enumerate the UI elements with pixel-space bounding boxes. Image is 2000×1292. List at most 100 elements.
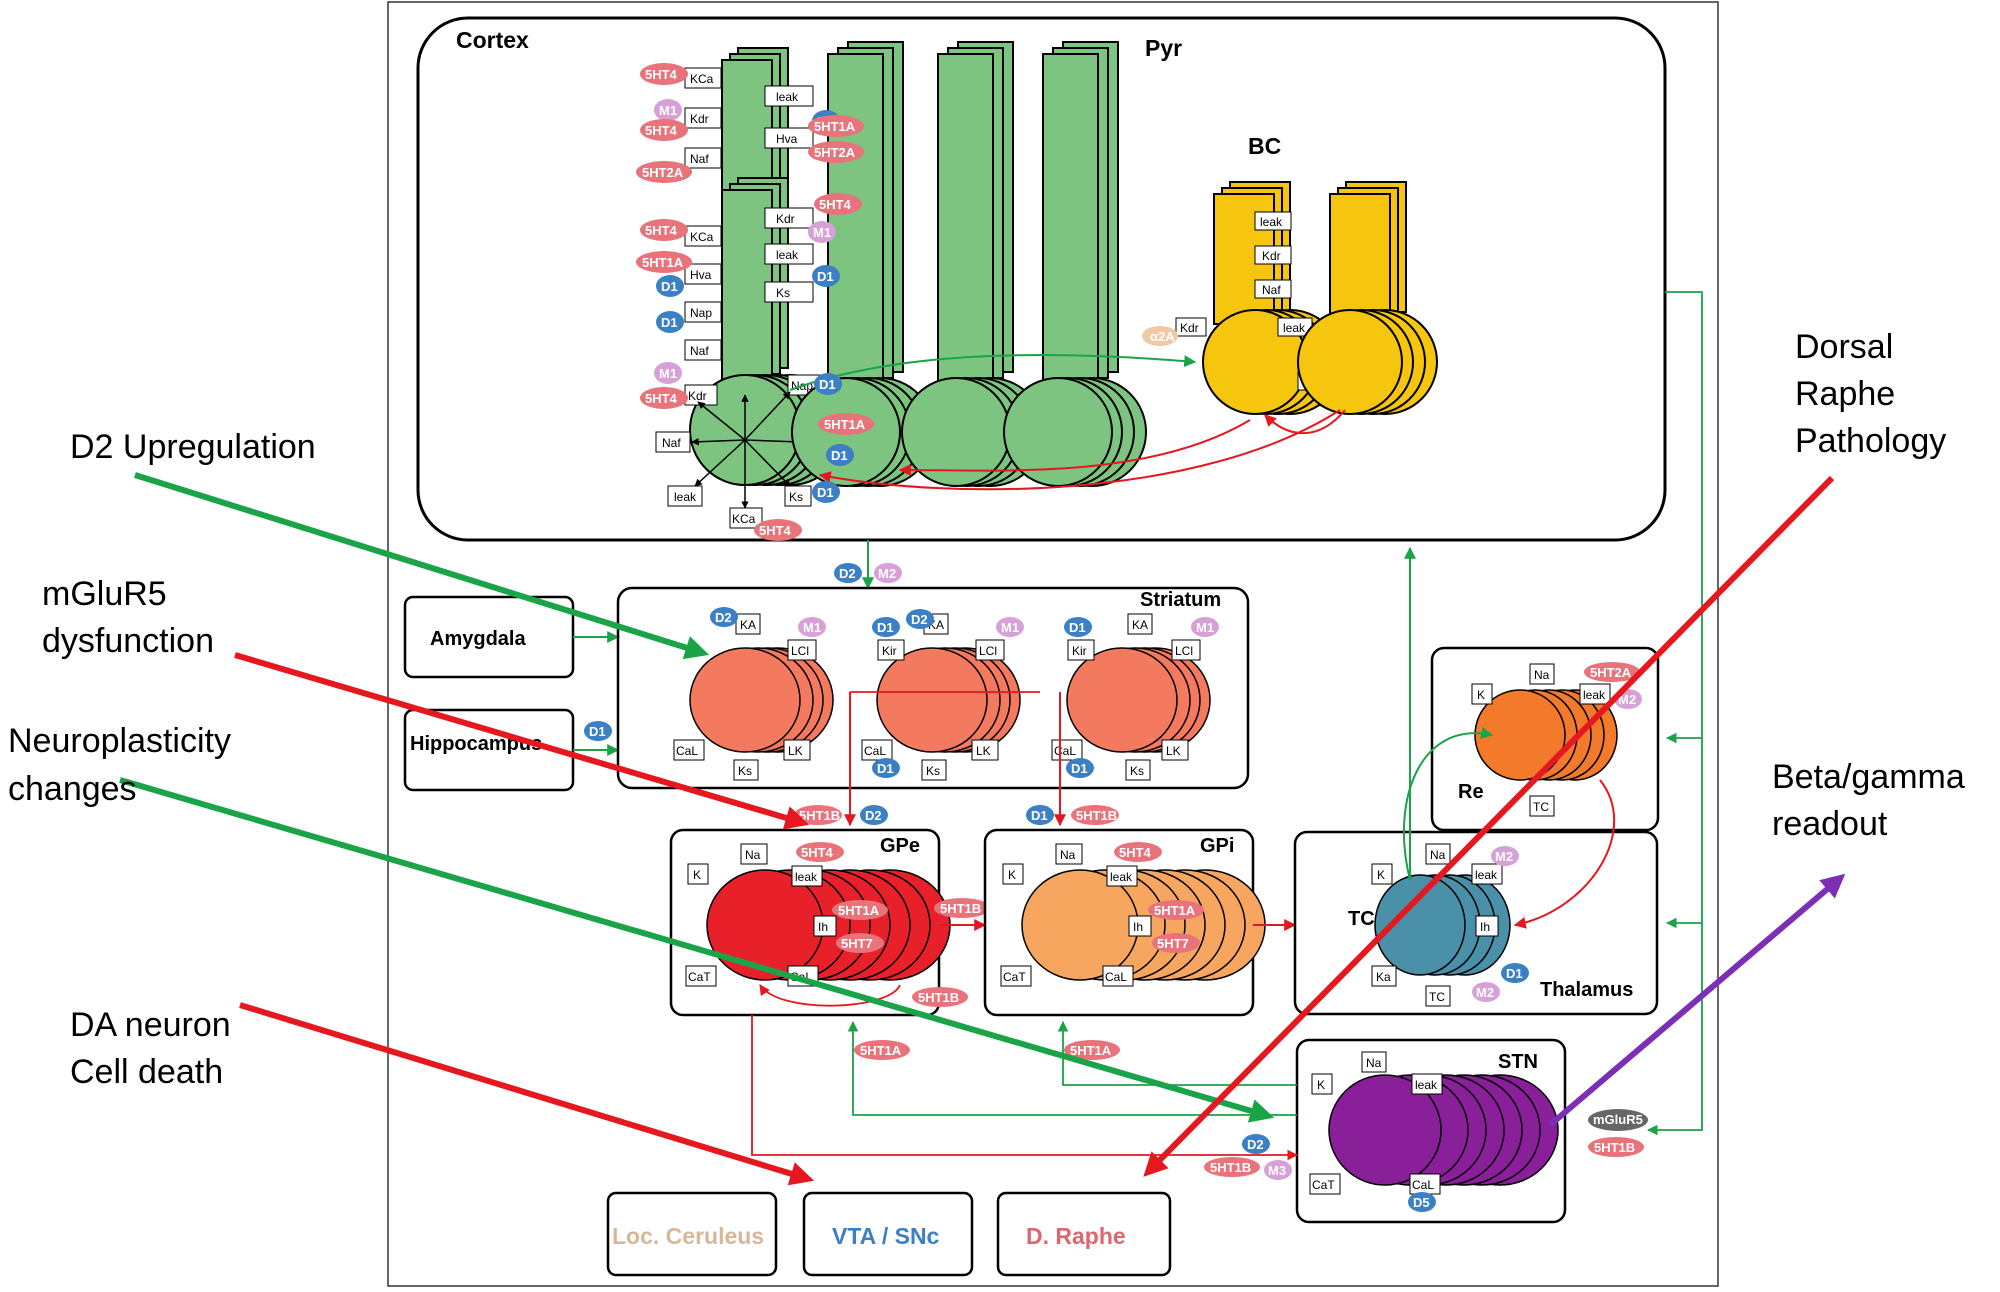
- svg-text:D2: D2: [865, 808, 882, 823]
- svg-text:GPe: GPe: [880, 835, 920, 857]
- svg-text:5HT7: 5HT7: [841, 936, 873, 951]
- svg-text:5HT2A: 5HT2A: [642, 165, 684, 180]
- svg-text:Ih: Ih: [1480, 920, 1490, 934]
- svg-text:CaT: CaT: [1003, 970, 1026, 984]
- svg-text:LCl: LCl: [979, 644, 997, 658]
- svg-text:CaL: CaL: [1412, 1178, 1434, 1192]
- svg-text:D1: D1: [1506, 966, 1523, 981]
- pyr-neuron-2: [791, 41, 935, 487]
- svg-text:Naf: Naf: [690, 344, 709, 358]
- svg-text:5HT4: 5HT4: [1119, 845, 1152, 860]
- svg-text:KA: KA: [1132, 618, 1148, 632]
- gpe-to-stn-arrow: [751, 1015, 1299, 1161]
- svg-text:K: K: [1317, 1078, 1325, 1092]
- svg-text:D1: D1: [831, 448, 848, 463]
- bc-neuron-1: leak Kdr Naf Kdr leak Naf: [1175, 181, 1343, 415]
- svg-text:Na: Na: [1366, 1056, 1382, 1070]
- svg-text:5HT4: 5HT4: [645, 391, 678, 406]
- svg-text:KCa: KCa: [690, 72, 714, 86]
- da-neuron-label-line2: Cell death: [70, 1053, 223, 1091]
- dorsal-raphe-label-line2: Raphe: [1795, 375, 1895, 413]
- svg-text:Ka: Ka: [1376, 970, 1391, 984]
- svg-text:D1: D1: [1069, 620, 1086, 635]
- svg-text:5HT1A: 5HT1A: [1070, 1043, 1112, 1058]
- svg-text:LCl: LCl: [1175, 644, 1193, 658]
- d2-upregulation-label: D2 Upregulation: [70, 428, 316, 466]
- svg-text:Ks: Ks: [1130, 764, 1144, 778]
- svg-text:K: K: [1008, 868, 1016, 882]
- svg-text:CaL: CaL: [864, 744, 886, 758]
- svg-text:Loc. Ceruleus: Loc. Ceruleus: [612, 1223, 764, 1249]
- svg-text:CaT: CaT: [1312, 1178, 1335, 1192]
- svg-text:M2: M2: [1495, 849, 1513, 864]
- svg-text:M2: M2: [1476, 985, 1494, 1000]
- svg-text:M1: M1: [813, 225, 831, 240]
- svg-text:LCl: LCl: [791, 644, 809, 658]
- striatum-neuron-1: KA LCl CaL LK Ks: [673, 613, 834, 781]
- svg-text:leak: leak: [776, 90, 799, 104]
- bc-to-pyr-arrow: [818, 409, 1341, 491]
- svg-text:5HT1B: 5HT1B: [918, 990, 959, 1005]
- svg-text:Na: Na: [1430, 848, 1446, 862]
- neuroplasticity-label-line2: changes: [8, 770, 137, 808]
- cortex-region: Cortex Pyr BC KCa leak Kdr Hva Naf Kdr: [416, 16, 1667, 542]
- svg-text:5HT4: 5HT4: [645, 223, 678, 238]
- gpi-region: GPi Na K leak Ih CaT CaL 5HT4 5HT1A 5HT7: [983, 828, 1266, 1017]
- svg-text:leak: leak: [1475, 868, 1498, 882]
- svg-text:TC: TC: [1348, 908, 1375, 930]
- svg-text:Naf: Naf: [662, 436, 681, 450]
- mglur5-label-line1: mGluR5: [42, 575, 167, 613]
- svg-text:leak: leak: [1583, 688, 1606, 702]
- svg-text:Thalamus: Thalamus: [1540, 979, 1633, 1001]
- cortex-receptors: 5HT4 M1 5HT4 5HT2A D1 5HT1A 5HT2A 5HT4 5…: [636, 63, 1178, 541]
- bc-to-pyr-arrow-2: [898, 419, 1251, 477]
- svg-text:5HT1B: 5HT1B: [799, 808, 840, 823]
- svg-text:5HT1A: 5HT1A: [1154, 903, 1196, 918]
- d2-upregulation-arrow: [134, 472, 710, 660]
- d-raphe-box: D. Raphe: [996, 1191, 1172, 1277]
- beta-gamma-label-line2: readout: [1772, 805, 1888, 843]
- svg-text:KCa: KCa: [732, 512, 756, 526]
- svg-text:M2: M2: [878, 566, 896, 581]
- stn-to-gpe-arrow: [847, 1020, 1297, 1116]
- re-region: Re Na K leak TC 5HT2A M2: [1430, 646, 1660, 832]
- svg-text:5HT2A: 5HT2A: [814, 145, 856, 160]
- svg-text:5HT7: 5HT7: [1157, 936, 1189, 951]
- gpe-region: GPe Na K leak Ih CaT CaL 5HT4 5HT1A 5HT7…: [669, 828, 968, 1017]
- svg-text:Nap: Nap: [690, 306, 712, 320]
- svg-text:K: K: [693, 868, 701, 882]
- svg-text:Ks: Ks: [738, 764, 752, 778]
- outer-frame: [387, 1, 1719, 1287]
- svg-text:CaT: CaT: [688, 970, 711, 984]
- svg-text:K: K: [1377, 868, 1385, 882]
- svg-text:Ks: Ks: [926, 764, 940, 778]
- svg-text:D1: D1: [817, 485, 834, 500]
- svg-text:5HT4: 5HT4: [759, 523, 792, 538]
- svg-text:D2: D2: [839, 566, 856, 581]
- svg-text:TC: TC: [1533, 800, 1549, 814]
- svg-text:M2: M2: [1618, 692, 1636, 707]
- svg-text:K: K: [1477, 688, 1485, 702]
- svg-text:Kdr: Kdr: [690, 112, 709, 126]
- svg-text:leak: leak: [1110, 870, 1133, 884]
- svg-text:5HT1A: 5HT1A: [814, 119, 856, 134]
- svg-text:leak: leak: [674, 490, 697, 504]
- cortex-label: Cortex: [456, 27, 529, 53]
- svg-text:D1: D1: [661, 315, 678, 330]
- bc-neuron-2: [1297, 181, 1438, 415]
- pyr-neuron-1: KCa leak Kdr Hva Naf Kdr KCa leak Hva Ks…: [655, 47, 846, 529]
- svg-text:GPi: GPi: [1200, 835, 1234, 857]
- svg-text:D1: D1: [819, 377, 836, 392]
- svg-text:leak: leak: [795, 870, 818, 884]
- dorsal-raphe-label-line3: Pathology: [1795, 422, 1946, 460]
- svg-text:D1: D1: [877, 620, 894, 635]
- svg-text:M1: M1: [1196, 620, 1214, 635]
- svg-text:leak: leak: [1260, 215, 1283, 229]
- svg-text:5HT4: 5HT4: [645, 123, 678, 138]
- pyr-dendrite-channels: KCa leak Kdr Hva Naf Kdr KCa leak Hva Ks…: [684, 67, 814, 361]
- svg-text:D1: D1: [877, 761, 894, 776]
- loc-ceruleus-box: Loc. Ceruleus: [606, 1191, 778, 1277]
- svg-text:D2: D2: [715, 610, 732, 625]
- amygdala-box: Amygdala: [403, 595, 575, 679]
- thalamus-region: Thalamus TC Na K leak Ih Ka TC M2 D1 M2: [1293, 830, 1659, 1016]
